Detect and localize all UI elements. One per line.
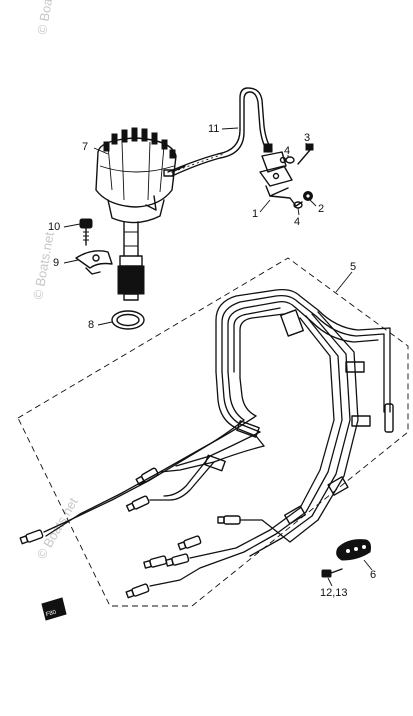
coil-nut xyxy=(303,191,313,201)
distributor-shaft xyxy=(123,221,139,257)
leader-lines xyxy=(63,127,373,587)
o-ring xyxy=(111,310,145,330)
callout-7: 7 xyxy=(82,141,88,153)
distributor-cap xyxy=(95,137,177,208)
diagram-reference-tag: F80 xyxy=(41,597,67,621)
callout-3: 3 xyxy=(304,132,310,144)
spark-plug-boot xyxy=(125,495,150,512)
distributor-cap-terminals xyxy=(103,127,176,159)
ignition-coil xyxy=(259,143,303,207)
distributor-assembly xyxy=(95,127,186,301)
spark-plug-boots xyxy=(19,467,241,599)
callout-1: 1 xyxy=(252,208,258,220)
spark-plug-boot xyxy=(143,555,168,569)
hold-down-bolt xyxy=(79,218,93,246)
diagram-reference-tag-text: F80 xyxy=(45,609,57,618)
callout-11: 11 xyxy=(208,123,219,135)
callout-4-lower: 4 xyxy=(294,216,300,228)
distributor-housing xyxy=(107,199,165,224)
coil-washer-upper xyxy=(285,156,295,164)
wire-separator-clip xyxy=(204,454,226,472)
wire-separator-clip xyxy=(351,415,371,427)
callout-8: 8 xyxy=(88,319,94,331)
wire-separator-clip xyxy=(280,309,304,337)
callout-5: 5 xyxy=(350,261,356,273)
wire-set-boundary xyxy=(17,257,409,607)
spark-plug-boot xyxy=(135,467,159,486)
coil-high-tension-lead xyxy=(163,87,273,177)
spark-plug-boot xyxy=(177,535,202,551)
callout-12-13: 12,13 xyxy=(320,587,348,599)
spark-plug-boot xyxy=(217,515,241,525)
wire-separator-clip xyxy=(345,361,365,373)
spark-plug-wire-set xyxy=(43,288,394,587)
wire-coil-terminal xyxy=(384,403,394,433)
spark-plug-boot xyxy=(125,583,150,599)
spark-plug-boot xyxy=(165,553,190,567)
watermark-top: © Boats.net xyxy=(34,0,61,36)
callout-10: 10 xyxy=(48,221,60,233)
callout-9: 9 xyxy=(53,257,59,269)
callout-2: 2 xyxy=(318,203,324,215)
separator-screw xyxy=(321,568,343,578)
wire-separator-clip xyxy=(236,420,260,438)
callout-6: 6 xyxy=(370,569,376,581)
hold-down-clamp xyxy=(75,250,113,275)
wire-separator-clip xyxy=(284,505,306,525)
wire-separator-clip xyxy=(327,476,349,496)
spark-plug-boot xyxy=(19,529,44,545)
callout-4-upper: 4 xyxy=(284,145,290,157)
coil-screw xyxy=(297,143,314,165)
wire-separator xyxy=(336,539,371,561)
